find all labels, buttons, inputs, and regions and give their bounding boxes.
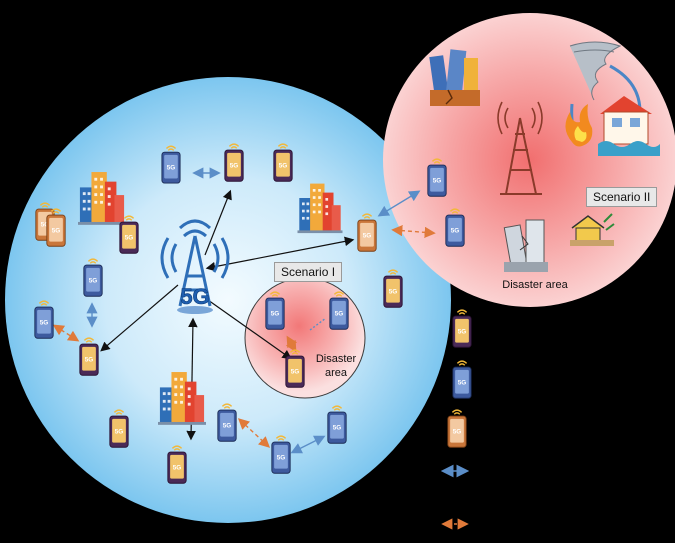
phone-icon (225, 144, 243, 181)
legend (444, 310, 471, 524)
phone-icon (358, 214, 376, 251)
phone-icon (47, 209, 65, 246)
phone-icon (80, 338, 98, 375)
disaster-area-big-label: Disaster area (500, 278, 570, 292)
disaster-zone-scenario-1 (245, 278, 365, 398)
phone-icon (218, 404, 236, 441)
collapsed-building-icon (504, 220, 548, 272)
phone-icon (120, 216, 138, 253)
phone-icon (84, 259, 102, 296)
phone-icon (286, 350, 304, 387)
scenario-1-label: Scenario I (274, 262, 342, 282)
phone-icon (272, 436, 290, 473)
disaster-area-small-label: Disaster area (312, 352, 360, 380)
legend-phone-idle-icon (453, 361, 471, 398)
phone-icon (274, 144, 292, 181)
legend-phone-active-icon (453, 310, 471, 347)
legend-phone-relay-icon (448, 410, 466, 447)
5g-label: 5G (180, 284, 209, 309)
phone-icon (35, 301, 53, 338)
phone-icon (266, 292, 284, 329)
phone-icon (446, 209, 464, 246)
phone-icon (110, 410, 128, 447)
phone-icon (330, 292, 348, 329)
phone-icon (162, 146, 180, 183)
phone-icon (384, 270, 402, 307)
phone-icon (328, 406, 346, 443)
phone-icon (168, 446, 186, 483)
scenario-2-label: Scenario II (586, 187, 657, 207)
phone-icon (428, 159, 446, 196)
